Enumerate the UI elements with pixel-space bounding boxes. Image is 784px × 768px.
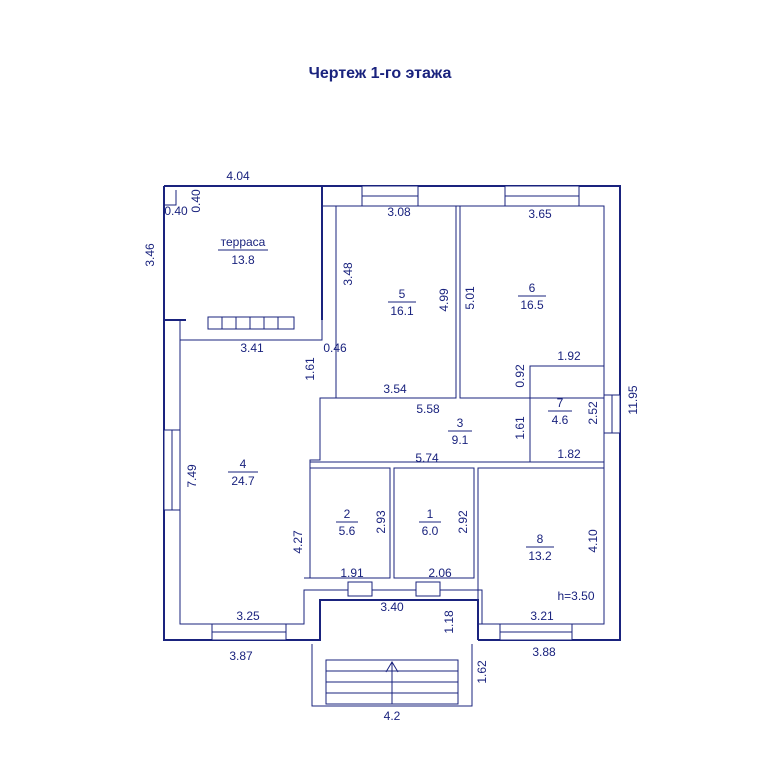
porch [311, 581, 473, 707]
dim-corridor-top: 5.58 [416, 402, 440, 416]
room-6-outline [459, 205, 605, 399]
dim-room1-right: 2.92 [456, 510, 470, 534]
room-7-area: 4.6 [552, 413, 569, 427]
dim-overall-right: 11.95 [626, 385, 640, 414]
room-5-number: 5 [399, 287, 406, 301]
dim-stairs-depth: 1.62 [475, 660, 489, 684]
room-6-number: 6 [529, 281, 536, 295]
room-8-outline [477, 467, 605, 625]
room-4-area: 24.7 [231, 474, 255, 488]
dim-room7-right: 2.52 [586, 401, 600, 425]
dim-outer-bottom-left: 3.87 [229, 649, 253, 663]
room-8-area: 13.2 [528, 549, 552, 563]
plan-title: Чертеж 1-го этажа [309, 65, 452, 82]
dim-room2-right: 2.93 [374, 510, 388, 534]
dim-room7-left: 0.92 [513, 364, 527, 388]
dim-porch-depth: 1.18 [442, 610, 456, 634]
interior-walls [304, 205, 605, 625]
ceiling-height: h=3.50 [557, 589, 594, 603]
room-1-number: 1 [427, 507, 434, 521]
dim-terrace-corner-v: 0.40 [189, 189, 203, 213]
room-3-area: 9.1 [452, 433, 469, 447]
dim-step-046: 0.46 [323, 341, 347, 355]
dim-room4-top: 3.41 [240, 341, 264, 355]
room-labels: 5 16.1 6 16.5 7 4.6 3 9.1 4 24.7 2 5.6 1… [228, 281, 595, 603]
terrace-name: терраса [221, 235, 266, 249]
dim-room1-bottom: 2.06 [428, 566, 452, 580]
door-room2 [347, 581, 373, 597]
room-4-number: 4 [240, 457, 247, 471]
dim-room4-left: 7.49 [185, 464, 199, 488]
dim-room8-right: 4.10 [586, 529, 600, 553]
dim-outer-bottom-right: 3.88 [532, 645, 556, 659]
dim-room4-right: 4.27 [291, 530, 305, 554]
dim-terrace-corner-h: 0.40 [164, 204, 188, 218]
terrace-area: 13.8 [231, 253, 255, 267]
dim-room6-left: 5.01 [463, 286, 477, 310]
dim-room7-bottom: 1.82 [557, 447, 581, 461]
dim-room6-top: 3.65 [528, 207, 552, 221]
dimension-labels-vertical: 0.40 3.46 3.48 4.99 5.01 1.61 0.92 2.52 … [143, 189, 640, 684]
dim-stairs-width: 4.2 [384, 709, 401, 723]
room-3-number: 3 [457, 416, 464, 430]
dim-room5-left: 3.48 [341, 262, 355, 286]
dim-room4-bottom: 3.25 [236, 609, 260, 623]
dim-porch-inner: 3.40 [380, 600, 404, 614]
room-8-number: 8 [537, 532, 544, 546]
dim-corridor-161-left: 1.61 [303, 357, 317, 381]
dimension-labels-horizontal: 4.04 0.40 3.08 3.65 3.41 0.46 3.54 1.92 … [164, 169, 581, 723]
terrace-steps [207, 316, 295, 330]
room-2-area: 5.6 [339, 524, 356, 538]
room-1-area: 6.0 [422, 524, 439, 538]
room-2-number: 2 [344, 507, 351, 521]
room-1-outline [393, 467, 475, 579]
room-5-outline [335, 205, 457, 399]
dim-room5-right: 4.99 [437, 288, 451, 312]
dim-room7-top: 1.92 [557, 349, 581, 363]
windows [163, 185, 621, 641]
dim-room5-bottom: 3.54 [383, 382, 407, 396]
dim-room2-bottom: 1.91 [340, 566, 364, 580]
room-6-area: 16.5 [520, 298, 544, 312]
dim-corridor-right: 1.61 [513, 416, 527, 440]
room-7-number: 7 [557, 396, 564, 410]
dim-terrace-top: 4.04 [226, 169, 250, 183]
stairs-outline [311, 644, 473, 707]
dim-corridor-bottom: 5.74 [415, 451, 439, 465]
room-2-outline [309, 467, 391, 579]
door-room1 [415, 581, 441, 597]
dim-terrace-left: 3.46 [143, 243, 157, 267]
dim-room5-top: 3.08 [387, 205, 411, 219]
dim-room8-bottom: 3.21 [530, 609, 554, 623]
room-5-area: 16.1 [390, 304, 414, 318]
